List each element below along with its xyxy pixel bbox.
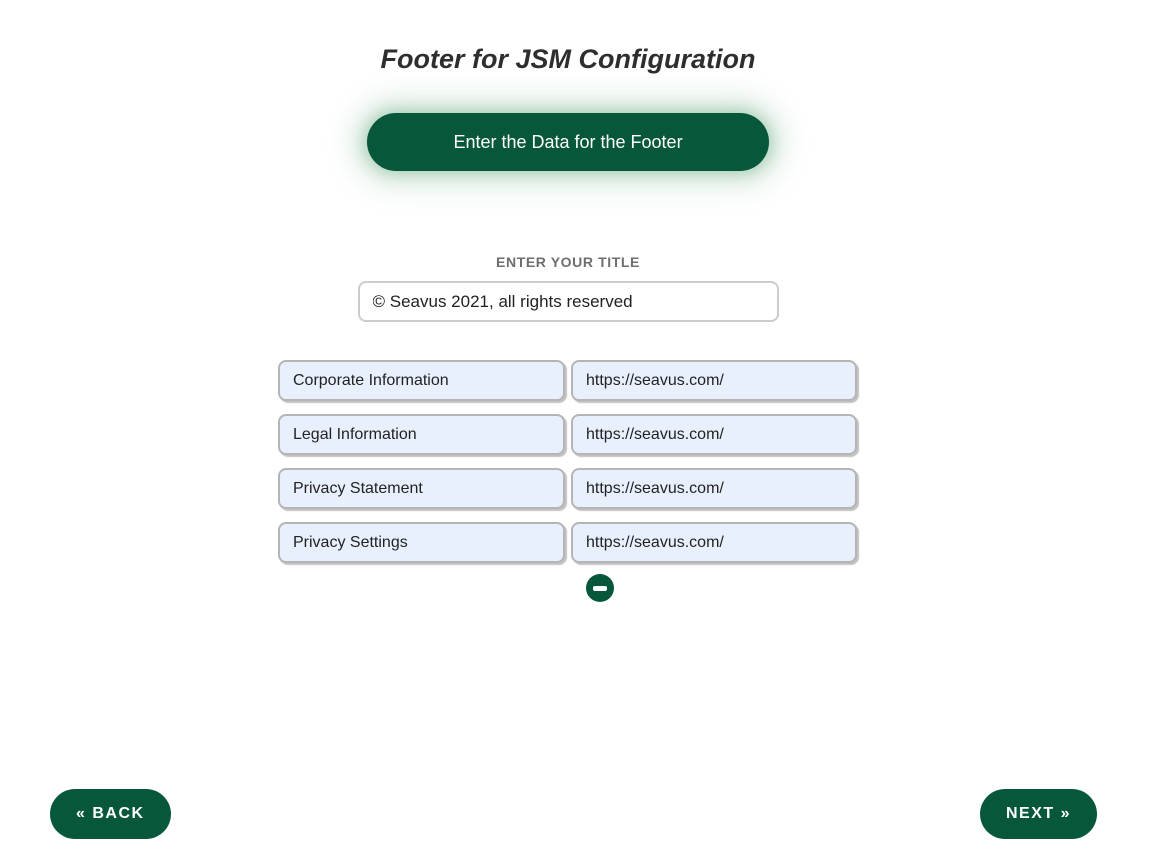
link-label-input[interactable] <box>278 468 565 509</box>
primary-button-wrap: Enter the Data for the Footer <box>278 113 858 171</box>
minus-icon <box>593 585 607 591</box>
next-button[interactable]: NEXT » <box>979 789 1097 839</box>
footer-link-row <box>278 468 858 509</box>
footer-title-input[interactable] <box>357 281 779 322</box>
footer-config-panel: Footer for JSM Configuration Enter the D… <box>278 44 858 602</box>
link-url-input[interactable] <box>571 522 857 563</box>
footer-link-row <box>278 522 858 563</box>
link-url-input[interactable] <box>571 414 857 455</box>
footer-link-row <box>278 360 858 401</box>
link-label-input[interactable] <box>278 414 565 455</box>
title-field-label: ENTER YOUR TITLE <box>496 254 640 270</box>
remove-row-button[interactable] <box>586 574 614 602</box>
wizard-nav: « BACK NEXT » <box>0 789 1168 839</box>
link-label-input[interactable] <box>278 360 565 401</box>
back-button[interactable]: « BACK <box>50 789 171 839</box>
link-label-input[interactable] <box>278 522 565 563</box>
enter-footer-data-button[interactable]: Enter the Data for the Footer <box>367 113 769 171</box>
link-url-input[interactable] <box>571 468 857 509</box>
link-url-input[interactable] <box>571 360 857 401</box>
footer-links-list <box>278 360 858 563</box>
page-title: Footer for JSM Configuration <box>380 44 756 74</box>
footer-link-row <box>278 414 858 455</box>
